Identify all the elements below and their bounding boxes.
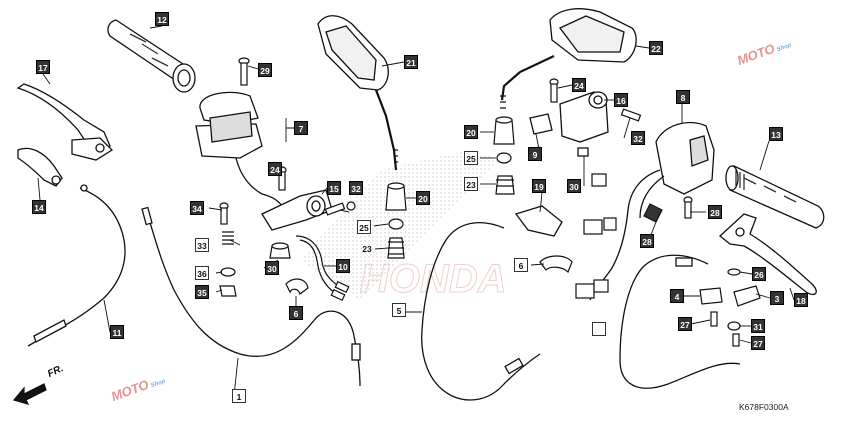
callout-25-c25a: 25 — [357, 220, 371, 234]
cable-clamp-left — [285, 278, 309, 295]
callout-24-c24b: 24 — [572, 78, 586, 92]
cable-clamp-6 — [539, 255, 573, 274]
callout-1-c1: 1 — [232, 389, 246, 403]
cable-2 — [619, 254, 741, 389]
callout-30-c30b: 30 — [567, 179, 581, 193]
callout-29-c29: 29 — [258, 63, 272, 77]
grip-12 — [107, 19, 196, 93]
svg-text:HONDA: HONDA — [360, 257, 507, 301]
screw-28a — [683, 196, 693, 219]
callout-31-c31: 31 — [751, 319, 765, 333]
callout-22-c22: 22 — [649, 41, 663, 55]
mirror-21 — [317, 15, 398, 171]
callout-11-c11: 11 — [110, 325, 124, 339]
callout-32-c32a: 32 — [349, 181, 363, 195]
callout-4-c4: 4 — [670, 289, 684, 303]
callout-10-c10: 10 — [336, 259, 350, 273]
callout-33-c33: 33 — [195, 238, 209, 252]
cable-5 — [421, 222, 541, 401]
grip-13 — [725, 165, 825, 229]
callout-35-c35: 35 — [195, 285, 209, 299]
callout-36-c36: 36 — [195, 266, 209, 280]
callout-box-c2 — [592, 322, 606, 336]
front-arrow — [12, 383, 47, 405]
callout-27-c27a: 27 — [678, 317, 692, 331]
callout-34-c34: 34 — [190, 201, 204, 215]
mirror-adaptor-stack — [385, 182, 407, 259]
grommet-30a — [269, 242, 291, 259]
callout-26-c26: 26 — [752, 267, 766, 281]
callout-21-c21: 21 — [404, 55, 418, 69]
switch-housing-7 — [195, 91, 283, 207]
screw-24b — [549, 78, 559, 103]
callout-25-c25b: 25 — [464, 151, 478, 165]
callout-18-c18: 18 — [794, 293, 808, 307]
brake-lever-18 — [719, 213, 817, 296]
cable-11 — [27, 184, 126, 347]
bolt-32a — [324, 201, 356, 216]
callout-6-c6b: 6 — [514, 258, 528, 272]
callout-30-c30a: 30 — [265, 261, 279, 275]
callout-17-c17: 17 — [36, 60, 50, 74]
callout-12-c12: 12 — [155, 12, 169, 26]
callout-28-c28b: 28 — [640, 234, 654, 248]
callout-19-c19: 19 — [532, 179, 546, 193]
brake-lever-17 — [16, 83, 114, 161]
callout-14-c14: 14 — [32, 200, 46, 214]
callout-5-c5: 5 — [392, 303, 406, 317]
screw-29 — [238, 57, 250, 86]
callout-20-c20b: 20 — [464, 125, 478, 139]
callout-6-c6a: 6 — [289, 306, 303, 320]
callout-9-c9: 9 — [528, 147, 542, 161]
callout-3-c3: 3 — [770, 291, 784, 305]
switch-wire-10 — [295, 235, 350, 302]
callout-20-c20a: 20 — [416, 191, 430, 205]
callout-32-c32b: 32 — [631, 131, 645, 145]
cable-1 — [141, 206, 361, 387]
callout-27-c27b: 27 — [751, 336, 765, 350]
callout-13-c13: 13 — [769, 127, 783, 141]
callout-24-c24a: 24 — [268, 162, 282, 176]
callout-28-c28a: 28 — [708, 205, 722, 219]
lever-cover-14 — [17, 147, 63, 187]
diagram-code: K678F0300A — [739, 402, 789, 412]
small-parts-right — [699, 268, 761, 347]
bolt-32b — [620, 108, 642, 122]
master-cylinder-holder — [529, 91, 609, 157]
clutch-parts — [219, 202, 237, 297]
lever-holder-15 — [261, 189, 333, 231]
callout-15-c15: 15 — [327, 181, 341, 195]
right-adaptor-stack — [493, 116, 515, 195]
callout-16-c16: 16 — [614, 93, 628, 107]
callout-23-c23b: 23 — [464, 177, 478, 191]
mirror-22 — [500, 8, 637, 109]
cover-19 — [514, 205, 563, 237]
callout-8-c8: 8 — [676, 90, 690, 104]
switch-8 — [589, 121, 715, 301]
callout-23-c23a: 23 — [362, 244, 372, 254]
callout-7-c7: 7 — [294, 121, 308, 135]
